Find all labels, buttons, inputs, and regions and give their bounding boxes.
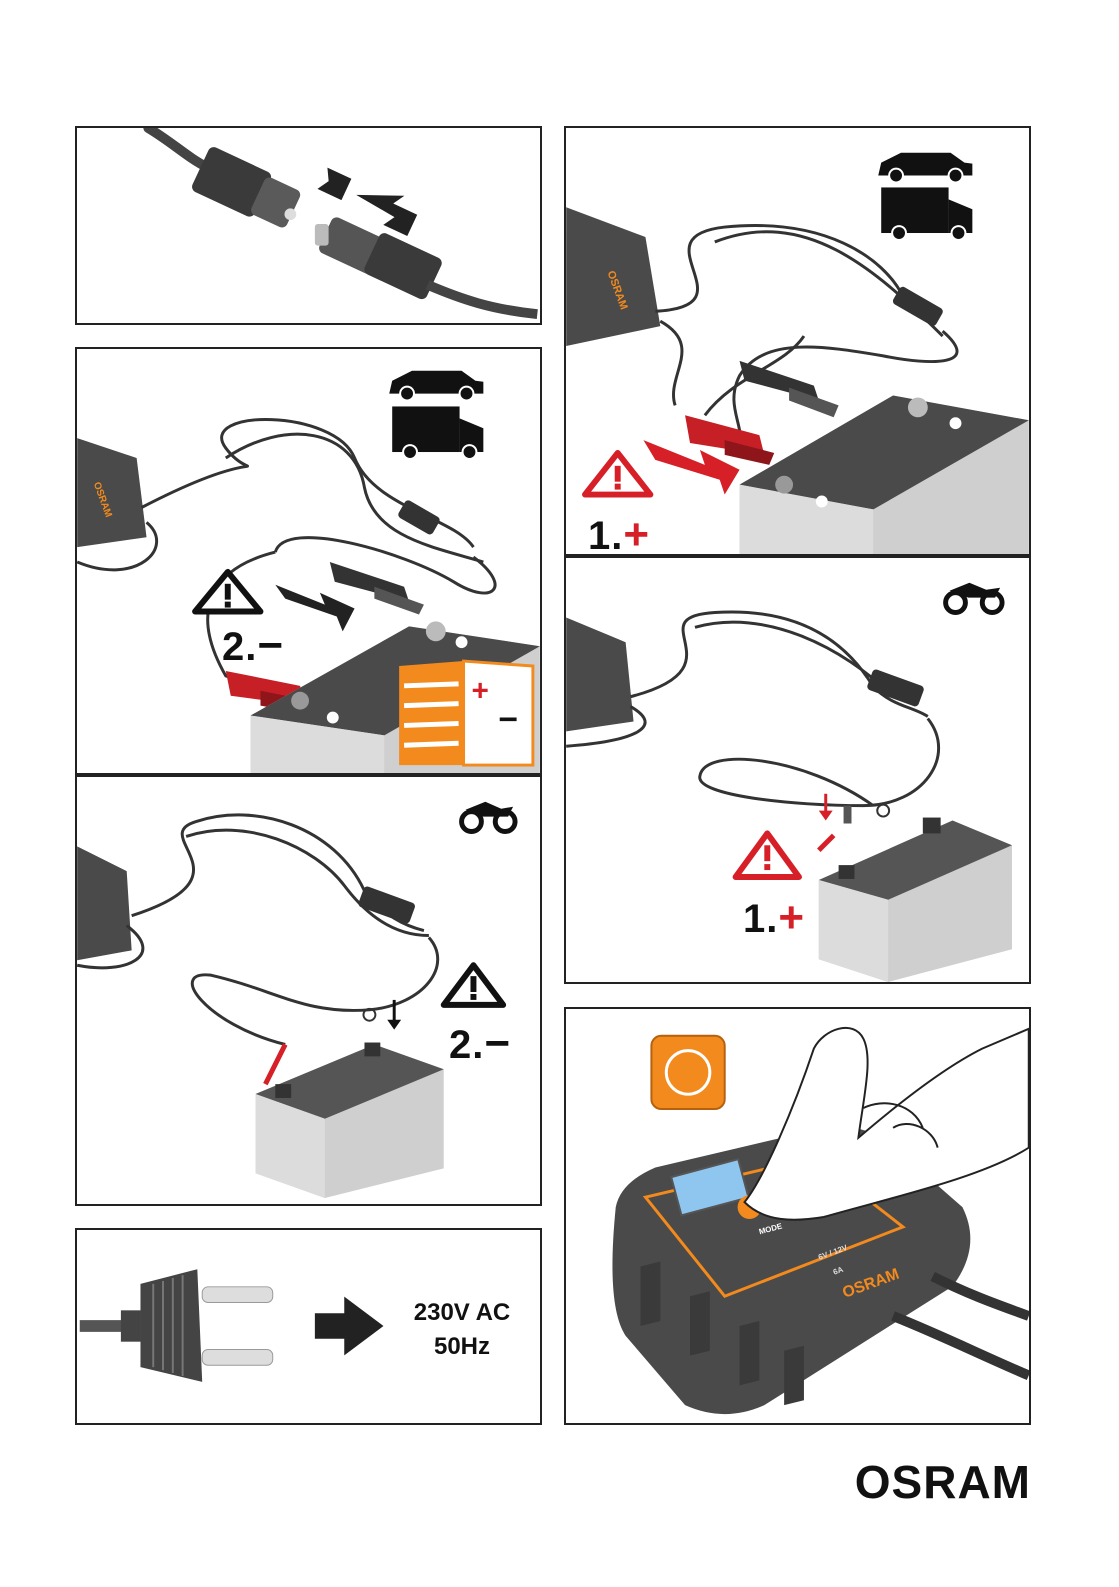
warning-icon [736, 833, 799, 877]
warning-icon [444, 965, 503, 1005]
step-number: 2. [449, 1023, 484, 1067]
power-button-icon [651, 1036, 724, 1109]
step-number: 1. [743, 897, 778, 941]
arrow-left-icon [350, 177, 423, 236]
mode-illustration: MODE 6V / 12V 6A OSRAM [566, 1009, 1029, 1423]
step-number: 1. [588, 514, 623, 556]
frequency-label: 50Hz [397, 1330, 527, 1364]
bolt-arrow-icon [819, 794, 852, 824]
arrow-right-icon [315, 1297, 384, 1356]
charger-device-icon: OSRAM [77, 438, 146, 547]
panel-power: 230V AC 50Hz [75, 1228, 542, 1425]
car-plus-illustration: OSRAM [566, 128, 1029, 554]
car-minus-illustration: OSRAM [77, 349, 540, 773]
battery [740, 395, 1029, 554]
van-icon [881, 187, 972, 240]
moto-minus-illustration [77, 777, 540, 1204]
step-number: 2. [222, 625, 257, 669]
panel-connector [75, 126, 542, 325]
panel-car-minus: OSRAM [75, 347, 542, 775]
connector-illustration [77, 128, 540, 323]
motorcycle-icon [462, 802, 515, 832]
van-icon [392, 406, 483, 459]
step-sign-plus: + [623, 510, 650, 556]
manual-minus: − [498, 701, 518, 738]
brand-logo: OSRAM [855, 1455, 1031, 1509]
step-sign-plus: + [778, 893, 805, 942]
step-label: 2.− [222, 624, 284, 668]
battery [819, 818, 1012, 982]
step-label: 1.+ [743, 896, 805, 940]
voltage-label: 230V AC [397, 1296, 527, 1330]
power-spec: 230V AC 50Hz [397, 1296, 527, 1364]
plug-icon [121, 1269, 273, 1382]
panel-mode: MODE 6V / 12V 6A OSRAM [564, 1007, 1031, 1425]
charger-device-icon [566, 617, 633, 731]
manual-plus: + [471, 675, 488, 708]
bolt-arrow-icon [363, 1000, 401, 1030]
warning-icon [585, 453, 650, 495]
warning-icon [195, 572, 260, 612]
finger-icon [745, 1028, 1029, 1220]
manual-book-icon: + − [399, 661, 533, 765]
step-sign-minus: − [257, 621, 284, 670]
arrow-icon [275, 585, 354, 632]
black-clamp [740, 361, 839, 417]
car-icon [878, 153, 972, 183]
step-label: 2.− [449, 1022, 511, 1066]
connector-male [315, 215, 444, 301]
step-sign-minus: − [484, 1019, 511, 1068]
panel-moto-plus: 1.+ [564, 556, 1031, 984]
charger-device-icon: OSRAM [566, 207, 660, 346]
panel-moto-minus: 2.− [75, 775, 542, 1206]
motorcycle-icon [946, 583, 1002, 613]
red-clamp [685, 415, 774, 465]
battery [255, 1043, 443, 1199]
connector-female [190, 145, 302, 229]
panel-car-plus: OSRAM [564, 126, 1031, 556]
step-label: 1.+ [588, 513, 650, 556]
charger-device-icon [77, 846, 131, 960]
car-icon [389, 371, 483, 401]
